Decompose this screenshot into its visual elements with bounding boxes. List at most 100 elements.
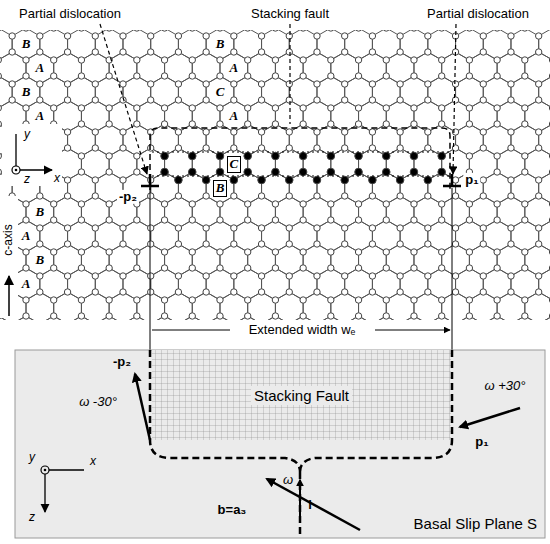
atom — [51, 297, 57, 303]
atom — [51, 73, 57, 79]
atom — [203, 49, 209, 55]
atom — [23, 201, 29, 207]
atom — [231, 241, 237, 247]
bond — [178, 76, 206, 108]
atom — [452, 241, 458, 247]
atom — [411, 249, 417, 255]
atom — [508, 33, 514, 39]
bond — [40, 220, 68, 252]
atom — [355, 168, 363, 176]
bond — [206, 124, 234, 156]
bond — [234, 268, 262, 300]
atom — [78, 57, 84, 63]
bond — [331, 148, 359, 180]
atom — [23, 217, 29, 223]
atom — [522, 73, 528, 79]
atom — [51, 57, 57, 63]
atom — [272, 30, 278, 31]
atom — [425, 241, 431, 247]
bond — [317, 124, 345, 156]
bond — [192, 244, 220, 276]
atom — [175, 176, 183, 184]
atom — [231, 81, 237, 87]
atom — [106, 153, 112, 159]
leader-line — [453, 24, 456, 174]
atom — [328, 297, 334, 303]
atom — [92, 81, 98, 87]
bond — [248, 100, 276, 132]
atom — [383, 121, 389, 127]
atom — [341, 193, 347, 199]
node-label: Stacking Fault — [251, 386, 352, 405]
callout-text: Partial dislocation — [427, 7, 529, 21]
bond — [372, 220, 400, 252]
bond — [442, 244, 470, 276]
atom — [120, 33, 126, 39]
stacking-fault-region: Stacking Fault — [152, 350, 451, 440]
atom — [438, 297, 444, 303]
atom — [106, 105, 112, 111]
extension-line — [150, 188, 452, 350]
atom — [258, 81, 264, 87]
bond — [400, 220, 428, 252]
layer-letter: B — [36, 205, 45, 219]
atom — [355, 313, 361, 319]
atom — [341, 49, 347, 55]
atom — [203, 129, 209, 135]
atom — [369, 97, 375, 103]
atom — [286, 129, 292, 135]
bond — [192, 292, 220, 320]
atom — [231, 129, 237, 135]
atom — [341, 33, 347, 39]
atom — [411, 297, 417, 303]
axis-out — [44, 469, 47, 472]
bond — [178, 30, 206, 60]
atom — [161, 265, 167, 271]
atom — [64, 241, 70, 247]
atom — [535, 193, 541, 199]
bond — [234, 172, 262, 204]
atomic-lattice — [0, 30, 550, 320]
bond — [386, 244, 414, 276]
bond — [497, 196, 525, 228]
atom — [438, 313, 444, 319]
atom — [106, 169, 112, 175]
atom — [0, 153, 1, 159]
bond — [414, 52, 442, 84]
atom — [64, 193, 70, 199]
bond — [192, 196, 220, 228]
bond — [303, 244, 331, 276]
atom — [549, 105, 550, 111]
bond — [12, 30, 40, 60]
bond — [95, 268, 123, 300]
atom — [508, 129, 514, 135]
atom — [549, 121, 550, 127]
atom — [549, 169, 550, 175]
atom — [37, 225, 43, 231]
atom — [217, 249, 223, 255]
atom — [23, 249, 29, 255]
bond — [165, 52, 193, 84]
atom — [92, 97, 98, 103]
atom — [134, 30, 140, 31]
atom — [120, 81, 126, 87]
bond — [40, 268, 68, 300]
atom — [355, 217, 361, 223]
bond — [206, 76, 234, 108]
atom — [9, 33, 15, 39]
callout-text: Stacking fault — [251, 7, 329, 21]
atom — [23, 30, 29, 31]
axis-ground — [0, 196, 18, 318]
atom — [258, 49, 264, 55]
atom — [452, 273, 458, 279]
atom — [383, 30, 389, 31]
atom — [355, 121, 361, 127]
atom — [508, 49, 514, 55]
atom — [383, 217, 389, 223]
atom — [397, 33, 403, 39]
atom — [78, 30, 84, 31]
atom — [272, 313, 278, 319]
atom — [272, 121, 278, 127]
atom — [51, 217, 57, 223]
